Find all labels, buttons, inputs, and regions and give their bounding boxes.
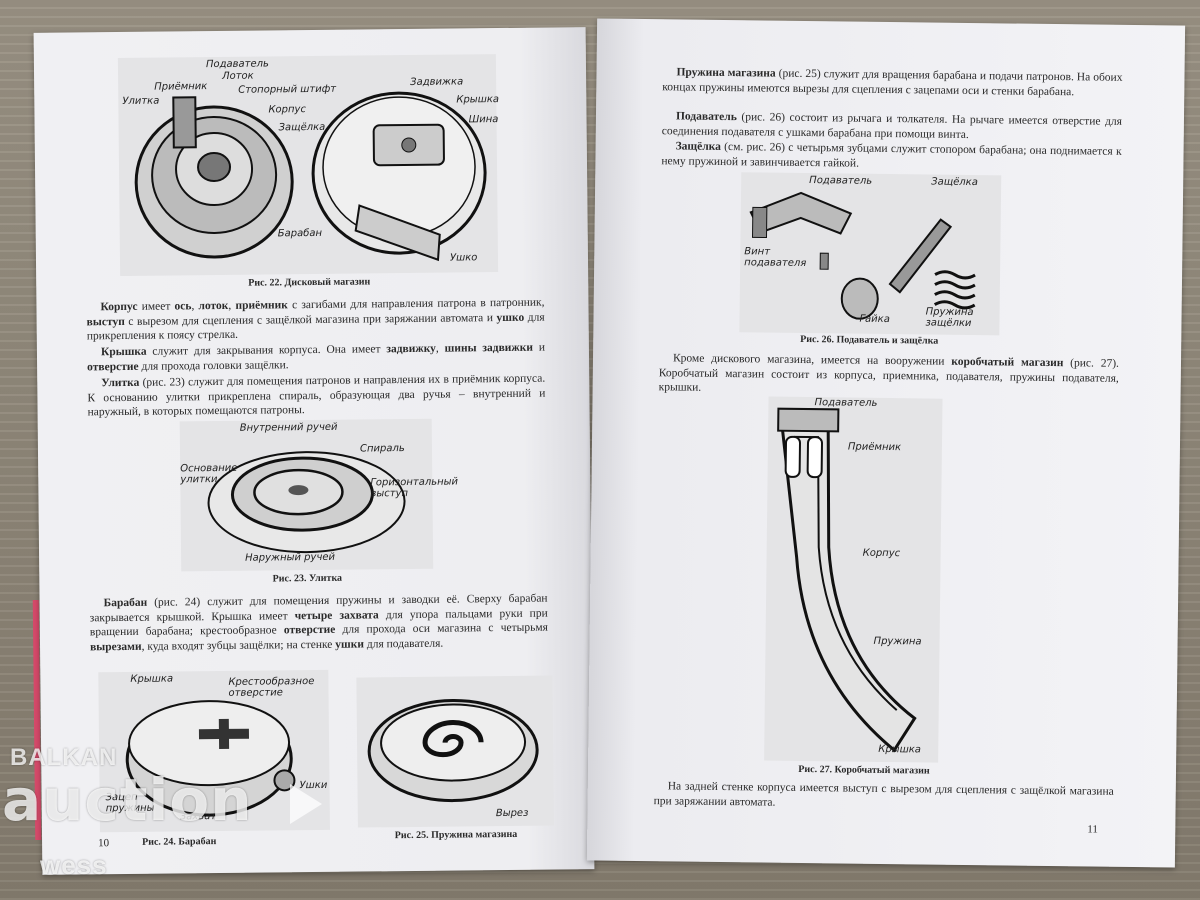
fig22-label-ulitka: Улитка xyxy=(122,95,160,107)
fig22-label-shina: Шина xyxy=(468,114,499,126)
page-number-right: 11 xyxy=(1087,823,1098,836)
paragraph-korobchatyi: Кроме дискового магазина, имеется на воо… xyxy=(659,351,1119,400)
text-segment: и xyxy=(532,341,546,354)
fig27-label-korpus: Корпус xyxy=(862,547,901,560)
disk-magazine-drawing xyxy=(134,91,487,262)
fig22-label-priemnik: Приёмник xyxy=(154,81,208,93)
fig26-label-zaschelka: Защёлка xyxy=(931,176,978,189)
figure-25-pruzhina: Вырез xyxy=(356,675,554,828)
fig22-label-podavatel: Подаватель xyxy=(205,58,269,71)
term-podavatel: Подаватель xyxy=(675,110,737,124)
term-otverstie: отверстие xyxy=(87,360,139,373)
term-baraban: Барабан xyxy=(103,596,148,610)
fig22-caption: Рис. 22. Дисковый магазин xyxy=(248,276,371,289)
text-segment: , xyxy=(435,342,445,355)
term-shiny-zadvizhki: шины задвижки xyxy=(444,341,534,355)
term-chetyre-zakhvata: четыре захвата xyxy=(294,608,379,622)
figure-24-baraban: Крышка Крестообразное отверстие Ушки Зац… xyxy=(98,669,330,833)
term-lotok: лоток xyxy=(198,299,229,313)
left-page: Подаватель Лоток Стопорный штифт Корпус … xyxy=(33,27,595,875)
text-segment: служит для закрывания корпуса. Она имеет xyxy=(146,343,387,358)
text-segment: имеет xyxy=(137,300,175,313)
fig23-label-spiral: Спираль xyxy=(359,443,405,455)
fig25-caption: Рис. 25. Пружина магазина xyxy=(394,828,518,842)
watermark-play-icon xyxy=(290,784,322,824)
fig26-caption: Рис. 26. Подаватель и защёлка xyxy=(800,333,939,347)
fig27-label-pruzhina: Пружина xyxy=(873,635,922,648)
text-segment: для прохода головки защёлки. xyxy=(138,358,289,373)
fig23-label-osnovanie: Основание улитки xyxy=(180,462,238,486)
fig23-label-vnutrennii-ruchei: Внутренний ручей xyxy=(239,421,338,434)
fig26-label-pruzhina-zaschelki: Пружина защёлки xyxy=(925,306,974,330)
fig22-label-zaschelka: Защёлка xyxy=(278,121,326,134)
fig24-caption: Рис. 24. Барабан xyxy=(142,836,217,848)
baraban-drawing xyxy=(125,700,296,817)
figure-22-disk-magazine: Подаватель Лоток Стопорный штифт Корпус … xyxy=(117,54,500,277)
fig22-label-kryshka: Крышка xyxy=(456,94,500,106)
paragraph-zadnyaya-stenka: На задней стенке корпуса имеется выступ … xyxy=(654,779,1114,814)
text-segment: с вырезом для сцепления с защёлкой магаз… xyxy=(124,311,497,328)
text-segment: для прохода оси магазина с четырьмя xyxy=(335,621,548,636)
fig26-label-gaika: Гайка xyxy=(859,313,890,326)
pruzhina-drawing xyxy=(367,699,539,803)
paragraph-podavatel: Подаватель (рис. 26) состоит из рычага и… xyxy=(662,109,1122,144)
text-segment: Кроме дискового магазина, имеется на воо… xyxy=(672,352,952,368)
paragraph-pruzhina-magazina: Пружина магазина (рис. 25) служит для вр… xyxy=(662,65,1122,100)
figure-26-podavatel-zaschelka: Подаватель Защёлка Винт подавателя Гайка… xyxy=(739,172,1002,336)
term-vystup: выступ xyxy=(86,315,125,328)
fig27-caption: Рис. 27. Коробчатый магазин xyxy=(798,763,930,777)
watermark-line2: auction xyxy=(2,766,253,834)
fig23-label-vystup: Горизонтальный выступ xyxy=(370,476,459,500)
fig24-label-krestoobraznoe: Крестообразное отверстие xyxy=(228,676,315,699)
paragraph-ulitka: Улитка (рис. 23) служит для помещения па… xyxy=(87,372,545,420)
term-korpus: Корпус xyxy=(100,300,138,314)
text-segment: На задней стенке корпуса имеется выступ … xyxy=(653,780,1114,809)
term-priemnik: приёмник xyxy=(235,299,288,312)
paragraph-baraban: Барабан (рис. 24) служит для помещения п… xyxy=(90,592,549,655)
fig22-label-baraban: Барабан xyxy=(277,227,323,240)
fig22-label-korpus: Корпус xyxy=(268,104,307,116)
fig23-caption: Рис. 23. Улитка xyxy=(272,572,343,585)
text-segment: (см. рис. 26) с четырьмя зубцами служит … xyxy=(661,140,1122,170)
term-ushko: ушко xyxy=(496,311,525,324)
paragraph-zaschelka: Защёлка (см. рис. 26) с четырьмя зубцами… xyxy=(661,139,1121,174)
term-zadvizhka: задвижку xyxy=(386,342,436,356)
text-segment: для подавателя. xyxy=(363,637,444,650)
fig25-label-vyrez: Вырез xyxy=(495,807,529,820)
fig22-label-stopornyi-shtift: Стопорный штифт xyxy=(238,83,337,96)
ulitka-drawing xyxy=(207,451,406,554)
text-segment: с загибами для направления патрона в пат… xyxy=(287,296,545,312)
fig23-label-naruzhnyi-ruchei: Наружный ручей xyxy=(245,551,336,564)
watermark-line1: BALKAN xyxy=(10,744,118,771)
paragraph-kryshka: Крышка служит для закрывания корпуса. Он… xyxy=(87,341,545,375)
text-segment: , куда входят зубцы защёлки; на стенке xyxy=(141,638,336,653)
term-kryshka: Крышка xyxy=(100,345,147,359)
box-magazine-drawing xyxy=(777,407,917,753)
right-page: Пружина магазина (рис. 25) служит для вр… xyxy=(586,18,1186,868)
term-korobchatyi-magazin: коробчатый магазин xyxy=(951,355,1064,370)
page-number-left: 10 xyxy=(98,837,110,850)
fig22-label-lotok: Лоток xyxy=(222,70,254,82)
fig26-label-vint-podavatelya: Винт подавателя xyxy=(744,246,807,270)
term-ulitka: Улитка xyxy=(101,376,140,390)
fig27-label-priemnik: Приёмник xyxy=(847,441,902,454)
text-segment: (рис. 23) служит для помещения патронов … xyxy=(87,372,546,419)
fig27-label-podavatel: Подаватель xyxy=(814,397,878,409)
figure-23-ulitka: Внутренний ручей Спираль Основание улитк… xyxy=(179,418,459,572)
term-pruzhina-magazina: Пружина магазина xyxy=(676,66,776,80)
term-zaschelka: Защёлка xyxy=(675,140,721,153)
fig22-label-ushko: Ушко xyxy=(449,252,478,264)
fig26-label-podavatel: Подаватель xyxy=(809,175,873,187)
watermark-line3: wess xyxy=(40,850,108,880)
term-vyrezami: вырезами xyxy=(89,640,142,653)
fig22-label-zadvizhka: Задвижка xyxy=(410,76,464,88)
podavatel-zaschelka-drawing xyxy=(749,191,976,320)
paragraph-korpus: Корпус имеет ось, лоток, приёмник с заги… xyxy=(86,296,545,344)
term-ushki: ушки xyxy=(335,637,365,651)
fig27-label-kryshka: Крышка xyxy=(878,743,921,756)
figure-27-box-magazine: Подаватель Приёмник Корпус Пружина Крышк… xyxy=(764,396,943,763)
term-otverstie: отверстие xyxy=(283,623,336,637)
term-os: ось xyxy=(174,300,192,313)
fig24-label-kryshka: Крышка xyxy=(130,673,174,685)
